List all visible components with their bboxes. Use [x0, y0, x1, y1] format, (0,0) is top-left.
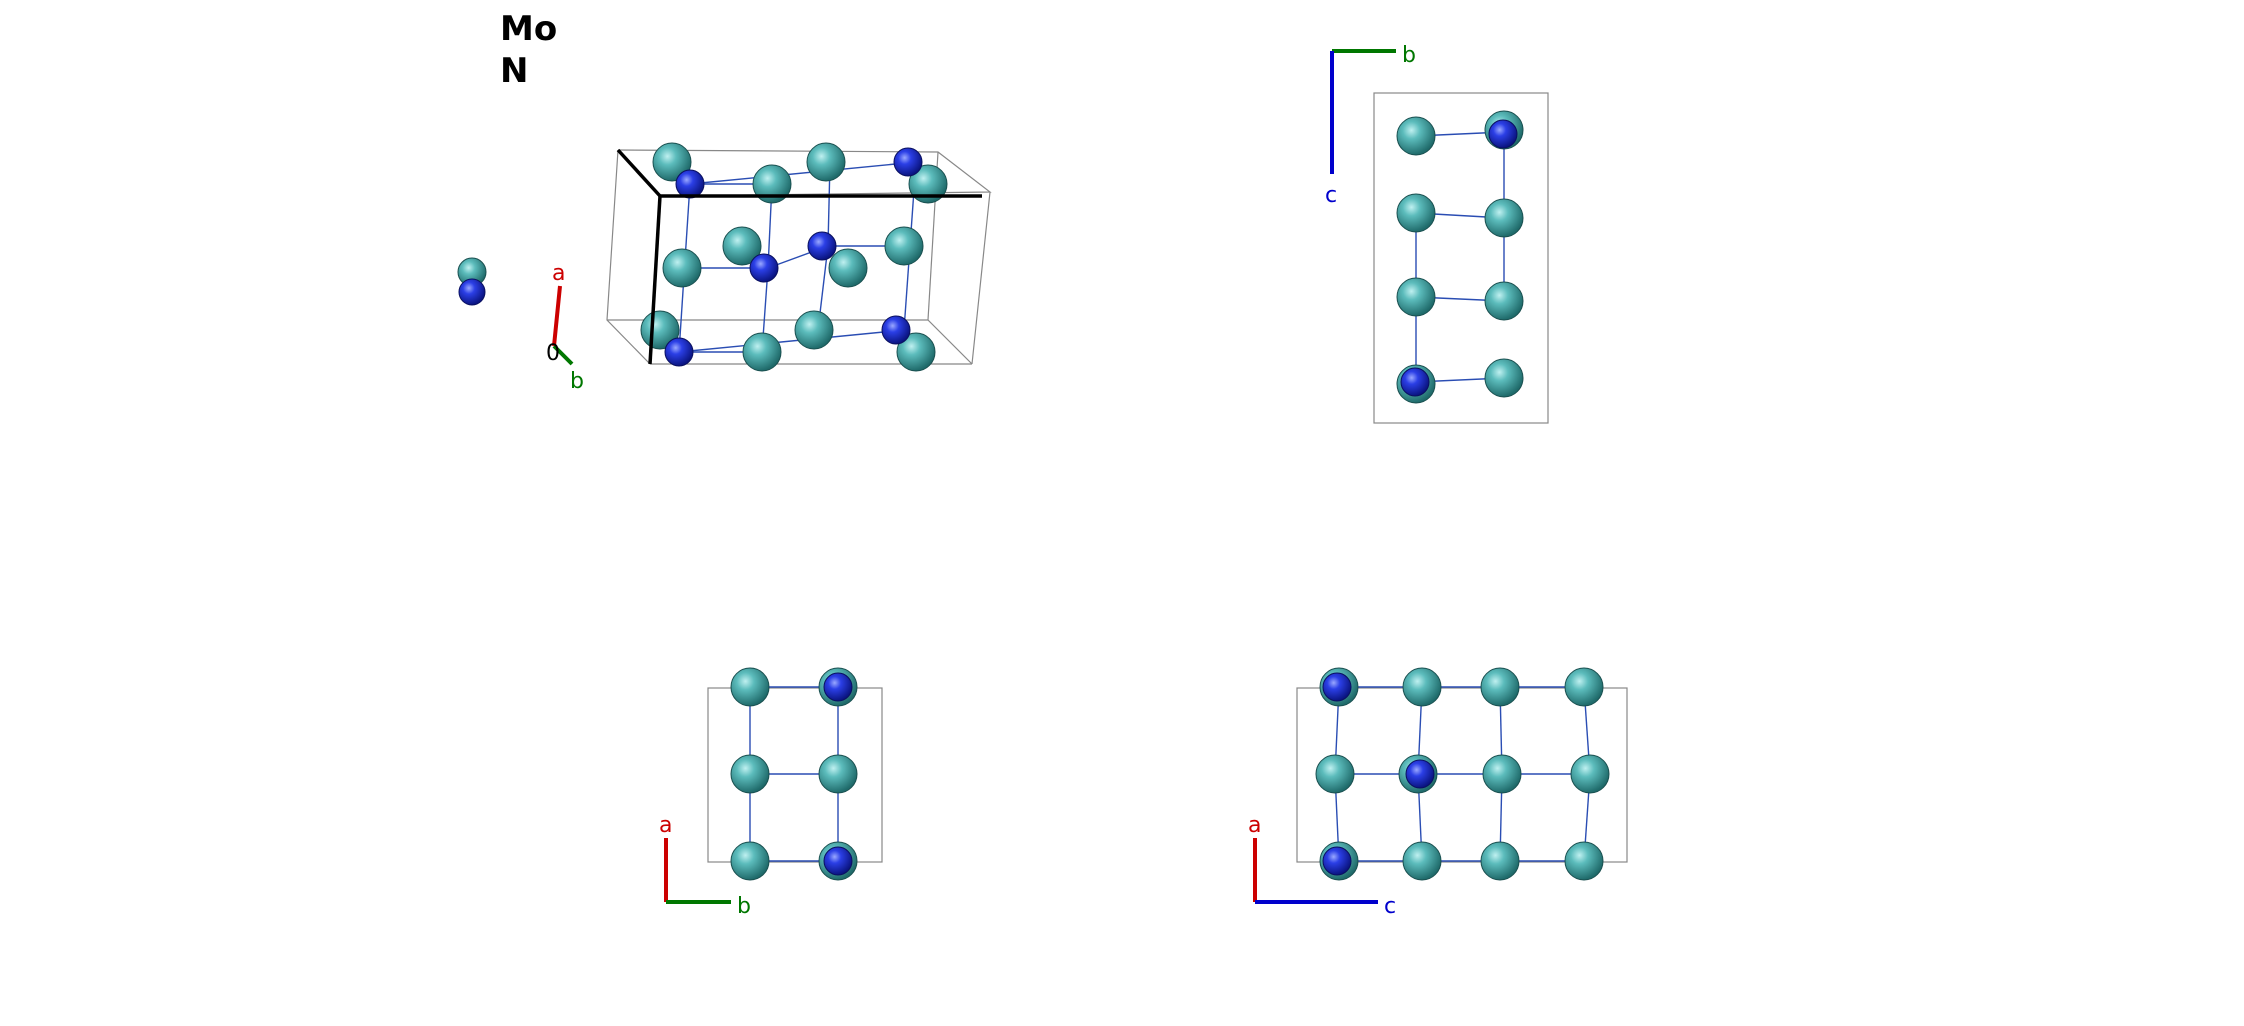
- mo-atom: [722, 226, 762, 266]
- mo-atom: [794, 310, 834, 350]
- axis-a-line: [552, 285, 562, 347]
- axis-b-line: [552, 344, 574, 366]
- mo-atom: [1564, 667, 1604, 707]
- mo-atoms-b-c: [1396, 110, 1524, 404]
- axis-a-label: a: [659, 813, 672, 838]
- n-atom: [675, 169, 705, 199]
- n-atom: [1488, 119, 1518, 149]
- axis-b-label: b: [570, 369, 584, 394]
- mo-atom: [1482, 754, 1522, 794]
- n-atom: [664, 337, 694, 367]
- n-atom: [749, 253, 779, 283]
- legend-element-n: N: [500, 51, 529, 91]
- mo-atom: [652, 142, 692, 182]
- bonds-b-c: [1415, 131, 1505, 383]
- perspective-view: a b 0: [457, 142, 992, 394]
- mo-atom: [1480, 841, 1520, 881]
- mo-atom: [1396, 116, 1436, 156]
- mo-atom: [662, 248, 702, 288]
- mo-atom: [742, 332, 782, 372]
- axis-b-label: b: [1402, 43, 1416, 68]
- n-atom: [893, 147, 923, 177]
- mo-atom: [806, 142, 846, 182]
- mo-atom: [1315, 754, 1355, 794]
- mo-atom: [896, 332, 936, 372]
- unit-cell-a-c: [1296, 687, 1628, 863]
- n-atoms-a-b: [823, 672, 853, 876]
- n-atom: [1405, 759, 1435, 789]
- n-atom: [1400, 367, 1430, 397]
- element-legend: Mo N: [500, 8, 557, 92]
- axis-b-label: b: [737, 894, 751, 919]
- mo-atom: [828, 248, 868, 288]
- axis-triad-a-b: a b: [659, 813, 751, 919]
- mo-atom: [1402, 841, 1442, 881]
- mo-atom: [752, 164, 792, 204]
- mo-atom: [730, 841, 770, 881]
- mo-atom: [818, 754, 858, 794]
- legend-element-mo: Mo: [500, 9, 558, 49]
- n-atom: [807, 231, 837, 261]
- unit-cell-front: [616, 148, 982, 365]
- n-atoms-a-c: [1322, 672, 1435, 876]
- axis-triad-a-c: a c: [1248, 813, 1396, 919]
- axis-c-label: c: [1325, 183, 1337, 208]
- mo-atom: [730, 667, 770, 707]
- mo-atom: [1402, 667, 1442, 707]
- mo-atom: [1484, 281, 1524, 321]
- n-atom: [823, 846, 853, 876]
- axis-a-label: a: [1248, 813, 1261, 838]
- n-atom: [1322, 846, 1352, 876]
- view-b-c: b c: [1325, 43, 1549, 424]
- mo-atom: [1484, 358, 1524, 398]
- bonds-a-c: [1334, 686, 1591, 862]
- n-atom: [881, 315, 911, 345]
- axis-a-label: a: [552, 261, 565, 286]
- n-atoms-b-c: [1400, 119, 1518, 397]
- n-atom: [1322, 672, 1352, 702]
- mo-atom: [1570, 754, 1610, 794]
- view-a-c: a c: [1248, 667, 1628, 919]
- axis-c-label: c: [1384, 894, 1396, 919]
- mo-atom: [1564, 841, 1604, 881]
- n-atoms-perspective: [458, 147, 923, 367]
- mo-atoms-perspective: [457, 142, 948, 372]
- mo-atom: [1396, 193, 1436, 233]
- n-atom: [823, 672, 853, 702]
- view-a-b: a b: [659, 667, 883, 919]
- mo-atom: [1480, 667, 1520, 707]
- mo-atom: [1484, 198, 1524, 238]
- unit-cell-a-b: [707, 687, 883, 863]
- unit-cell-b-c: [1373, 92, 1549, 424]
- origin-label: 0: [546, 341, 560, 366]
- mo-atom: [730, 754, 770, 794]
- n-atom-partial: [458, 278, 486, 306]
- axis-triad-perspective: a b 0: [546, 261, 584, 394]
- mo-atom: [1396, 277, 1436, 317]
- axis-triad-b-c: b c: [1325, 43, 1416, 208]
- mo-atom: [908, 164, 948, 204]
- mo-atom: [884, 226, 924, 266]
